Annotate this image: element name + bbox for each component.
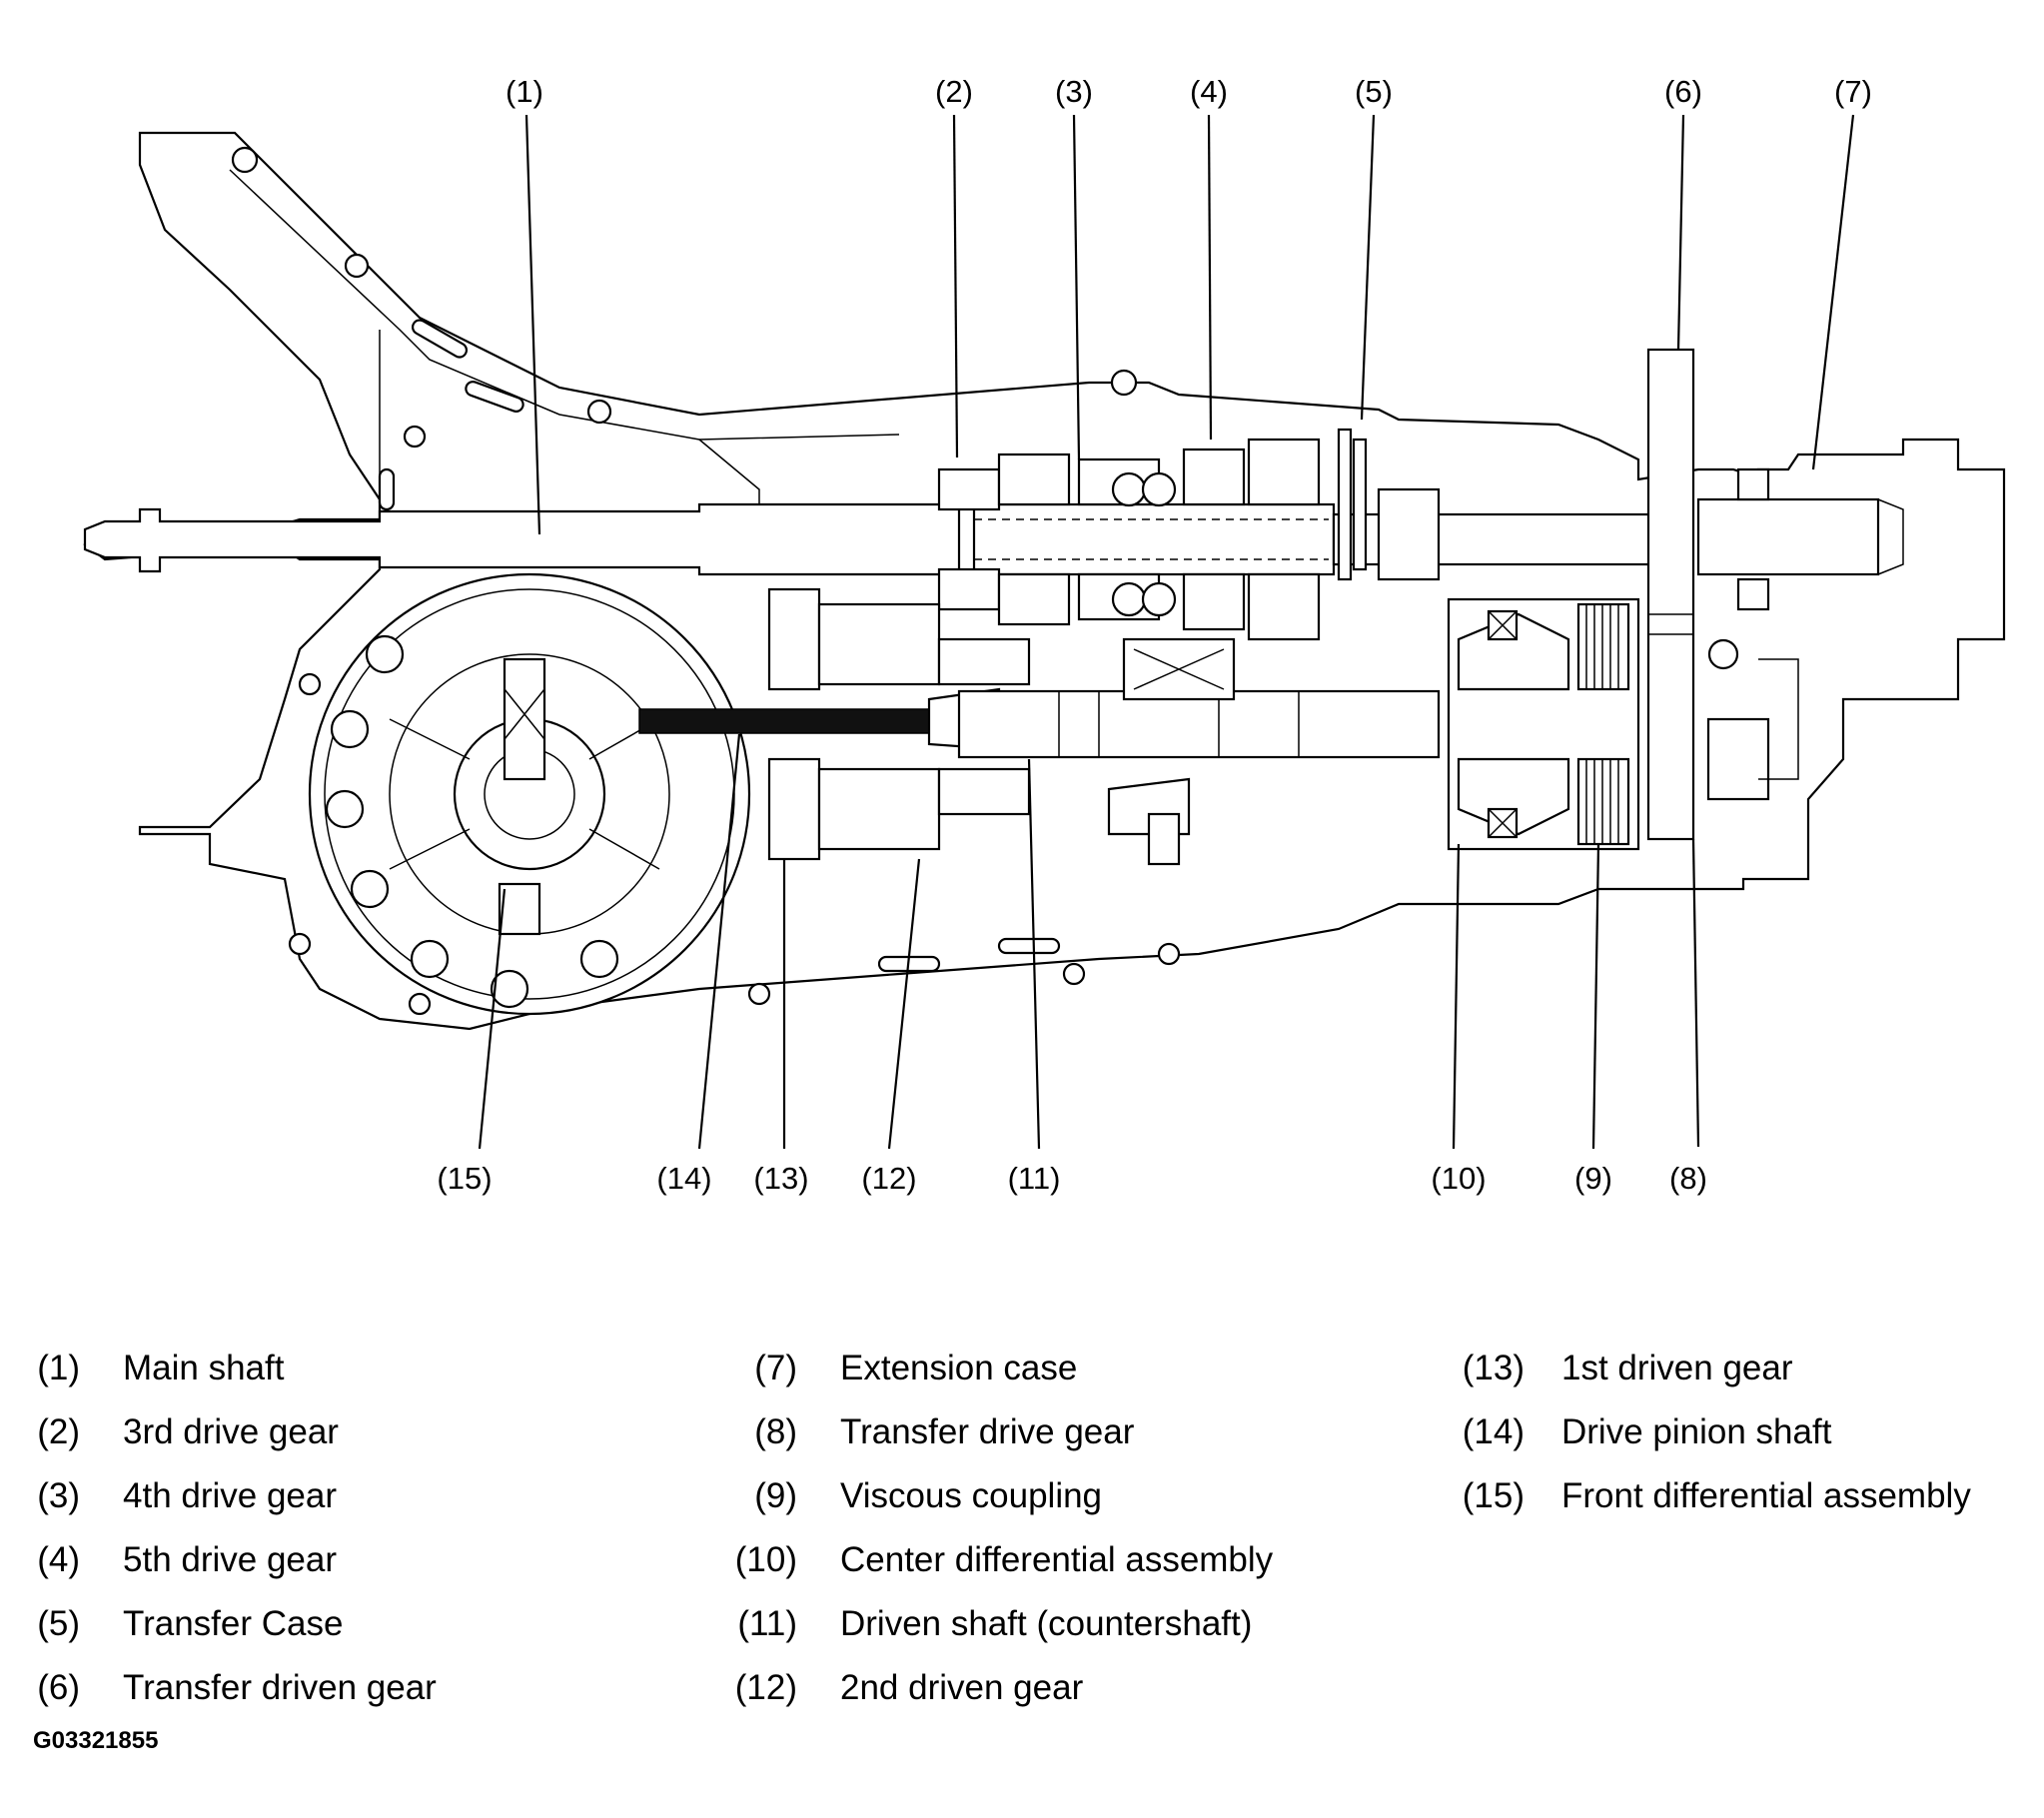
legend-label: 3rd drive gear (123, 1412, 339, 1451)
drive-pinion-shaft-drawing (638, 687, 1441, 759)
callout-5: (5) (1355, 74, 1393, 109)
callout-9: (9) (1574, 1161, 1612, 1196)
legend-number: (5) (37, 1604, 80, 1643)
legend-number: (3) (37, 1476, 80, 1515)
transfer-gears-drawing (1646, 348, 1695, 841)
legend-label: Drive pinion shaft (1561, 1412, 1832, 1451)
front-differential-drawing (308, 572, 751, 1016)
callout-8: (8) (1669, 1161, 1707, 1196)
callout-1: (1) (506, 74, 543, 109)
callout-15: (15) (437, 1161, 492, 1196)
figure-code: G03321855 (33, 1727, 159, 1754)
legend-label: 1st driven gear (1561, 1349, 1793, 1387)
leader-lines (478, 114, 1855, 1150)
center-differential-drawing (1447, 597, 1640, 851)
extension-case-drawing (1696, 467, 1904, 801)
legend-label: 4th drive gear (123, 1476, 338, 1515)
legend-number: (14) (1462, 1412, 1525, 1451)
legend-label: Transfer Case (123, 1604, 344, 1643)
callout-12: (12) (861, 1161, 916, 1196)
legend-label: 5th drive gear (123, 1540, 338, 1579)
legend-number: (15) (1462, 1476, 1525, 1515)
countershaft-gears-drawing (767, 587, 1191, 866)
legend-number: (9) (754, 1476, 797, 1515)
legend-label: Center differential assembly (840, 1540, 1274, 1579)
legend-number: (2) (37, 1412, 80, 1451)
main-shaft-drawing (83, 502, 1655, 576)
legend-label: Extension case (840, 1349, 1078, 1387)
callout-labels: (1) (2) (3) (4) (5) (6) (7) (8) (9) (10)… (437, 74, 1872, 1196)
legend-label: 2nd driven gear (840, 1668, 1084, 1707)
gear-cluster-drawing (937, 428, 1441, 701)
transmission-cutaway-diagram: (1) (2) (3) (4) (5) (6) (7) (8) (9) (10)… (83, 74, 2006, 1196)
callout-4: (4) (1190, 74, 1228, 109)
callout-3: (3) (1055, 74, 1093, 109)
callout-14: (14) (656, 1161, 711, 1196)
callout-10: (10) (1431, 1161, 1486, 1196)
legend-label: Driven shaft (countershaft) (840, 1604, 1253, 1643)
legend-label: Transfer driven gear (123, 1668, 437, 1707)
callout-2: (2) (935, 74, 973, 109)
legend-number: (4) (37, 1540, 80, 1579)
legend-label: Transfer drive gear (840, 1412, 1135, 1451)
legend-number: (12) (734, 1668, 797, 1707)
callout-13: (13) (753, 1161, 808, 1196)
callout-7: (7) (1834, 74, 1872, 109)
legend-number: (6) (37, 1668, 80, 1707)
legend-number: (13) (1462, 1349, 1525, 1387)
callout-11: (11) (1008, 1161, 1061, 1196)
legend-number: (7) (754, 1349, 797, 1387)
legend-number: (10) (734, 1540, 797, 1579)
legend-label: Front differential assembly (1561, 1476, 1971, 1515)
callout-6: (6) (1664, 74, 1702, 109)
legend-number: (8) (754, 1412, 797, 1451)
legend-label: Main shaft (123, 1349, 285, 1387)
legend-number: (11) (737, 1604, 797, 1643)
legend-number: (1) (37, 1349, 80, 1387)
parts-legend: (1) Main shaft (2) 3rd drive gear (3) 4t… (0, 1329, 2044, 1728)
legend-label: Viscous coupling (840, 1476, 1103, 1515)
